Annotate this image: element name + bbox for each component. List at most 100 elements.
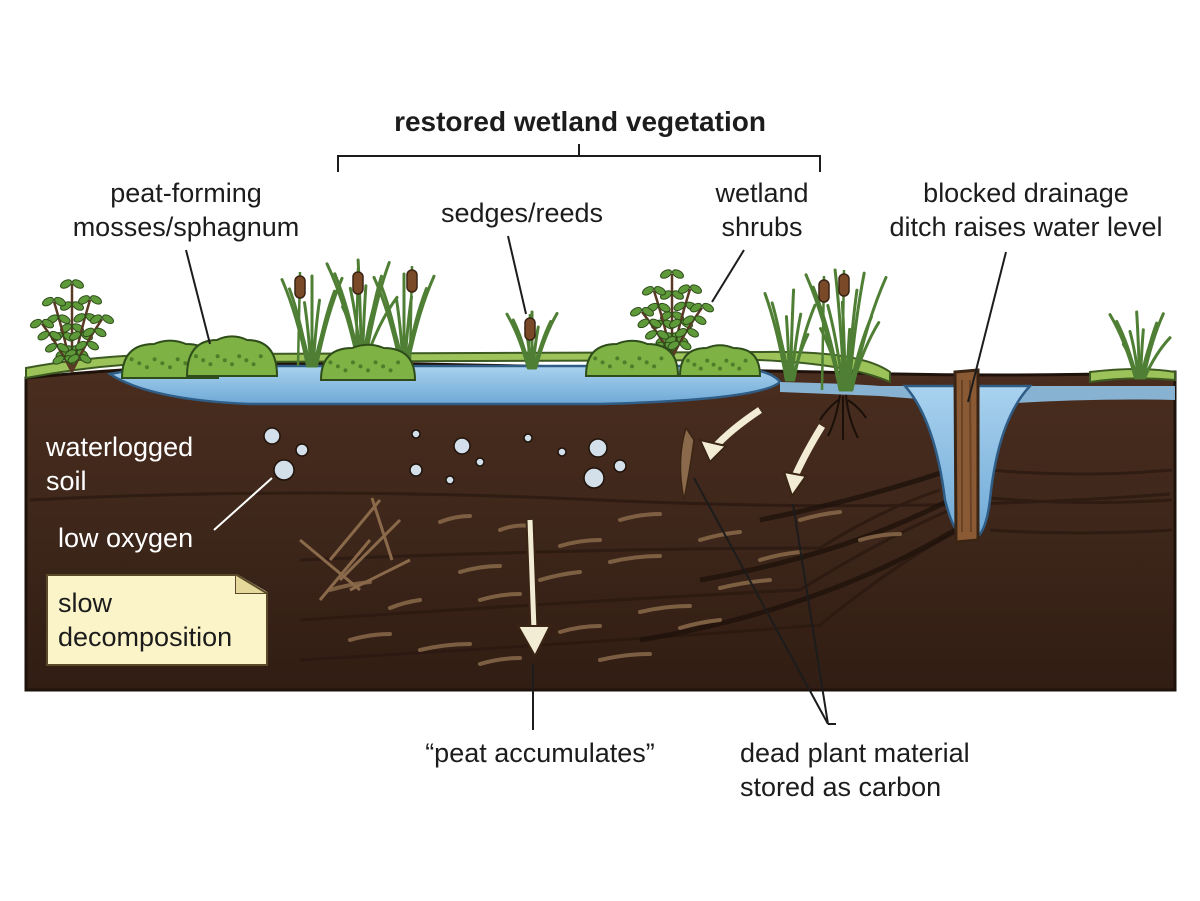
moss-texture xyxy=(175,357,180,362)
moss-texture xyxy=(659,356,664,361)
mosses-label: peat-forming mosses/sphagnum xyxy=(72,178,300,242)
debris-piece xyxy=(798,510,842,522)
shrub-leaf xyxy=(57,343,69,353)
ditch-blocking-post xyxy=(953,368,980,544)
bubble xyxy=(588,438,608,458)
debris-piece xyxy=(558,538,602,548)
moss-texture xyxy=(230,362,234,367)
grass-blade xyxy=(1139,328,1145,380)
moss-texture xyxy=(698,366,703,371)
bubble xyxy=(583,467,605,489)
grass-blade xyxy=(1135,310,1141,380)
peat-accumulates-label: “peat accumulates” xyxy=(425,738,655,768)
dead-stalk xyxy=(338,518,402,582)
shrub-leaf xyxy=(42,296,54,307)
shrub-leaf xyxy=(679,340,692,351)
moss-texture xyxy=(593,356,598,361)
moss-body xyxy=(185,335,279,377)
grass-blade xyxy=(1143,336,1172,380)
moss-texture xyxy=(335,364,340,369)
debris-piece xyxy=(608,554,662,564)
debris-piece xyxy=(858,532,902,542)
reed-roots xyxy=(819,394,867,440)
moss-texture xyxy=(168,365,172,370)
waterlogged-soil-label: waterlogged soil xyxy=(46,432,194,496)
moss-clumps xyxy=(120,335,762,381)
moss-texture xyxy=(328,360,333,365)
bubble xyxy=(557,447,567,457)
grass-blade xyxy=(531,325,540,370)
moss-texture xyxy=(194,354,198,359)
moss-clump xyxy=(584,339,680,377)
shrub-leaf xyxy=(30,318,42,329)
cattail xyxy=(406,265,418,361)
shrub-leaf xyxy=(90,314,102,324)
leader-ditch xyxy=(967,251,1007,403)
grass-tuft xyxy=(763,288,817,382)
shrub-leaf xyxy=(94,327,107,338)
soil-strata xyxy=(29,468,1173,662)
moss-texture xyxy=(743,358,748,363)
shrub-leaf xyxy=(702,302,714,313)
grass-blade xyxy=(770,301,789,382)
grass-blade xyxy=(303,301,313,368)
cattail xyxy=(352,267,364,357)
shrub-leaf xyxy=(672,269,684,279)
debris-piece xyxy=(348,632,392,642)
leader-mosses xyxy=(185,249,211,345)
grass-blade xyxy=(534,311,559,370)
bubble xyxy=(445,475,455,485)
grass-blade xyxy=(1142,312,1165,380)
debris-piece xyxy=(438,514,472,524)
cattail-head xyxy=(352,271,364,295)
plant-debris xyxy=(299,426,902,666)
bubble xyxy=(523,433,533,443)
decomposition-label: slow decomposition xyxy=(58,588,233,652)
shrub-leaf xyxy=(637,318,650,329)
shrub-leaf xyxy=(60,279,72,289)
low-oxygen-label: low oxygen xyxy=(58,523,194,553)
dead-stalk xyxy=(299,538,361,592)
leader-shrubs xyxy=(711,249,745,303)
bubble xyxy=(273,459,295,481)
carbon-label: dead plant material stored as carbon xyxy=(740,738,970,802)
cattail xyxy=(838,269,850,391)
moss-texture xyxy=(711,362,716,367)
moss-texture xyxy=(129,357,134,362)
curved-arrows xyxy=(698,407,825,499)
cattail-head xyxy=(838,273,850,297)
cattail xyxy=(818,275,830,391)
moss-texture xyxy=(652,364,657,369)
grass-blade xyxy=(777,332,790,382)
moss-texture xyxy=(137,361,142,366)
shrub-leaf xyxy=(660,269,672,279)
moss-texture xyxy=(644,360,649,365)
shrub-leaf xyxy=(87,340,99,351)
shrub-leaf xyxy=(657,330,669,340)
cattail-head xyxy=(294,275,306,299)
debris-piece xyxy=(718,578,772,590)
moss-texture xyxy=(222,358,227,363)
shrub-leaf xyxy=(69,331,81,341)
debris-piece xyxy=(678,618,722,630)
shrub-leaf xyxy=(687,328,699,338)
dead-stalk xyxy=(370,497,394,561)
dead-stalk xyxy=(328,499,382,561)
bubble xyxy=(263,427,281,445)
bubble xyxy=(475,457,485,467)
grass-blade xyxy=(833,268,846,392)
moss-texture xyxy=(737,366,742,371)
peat-arrow xyxy=(516,519,552,659)
moss-texture xyxy=(152,357,157,362)
bubble xyxy=(295,443,309,457)
moss-texture xyxy=(144,365,149,370)
debris-piece xyxy=(598,652,652,662)
moss-texture xyxy=(350,360,355,365)
moss-texture xyxy=(730,362,735,367)
moss-texture xyxy=(622,360,627,365)
shrub-leaf xyxy=(690,284,702,294)
moss-clump xyxy=(185,335,279,377)
decomposition-note xyxy=(46,574,268,666)
moss-texture xyxy=(244,358,249,363)
shrub xyxy=(30,279,114,373)
